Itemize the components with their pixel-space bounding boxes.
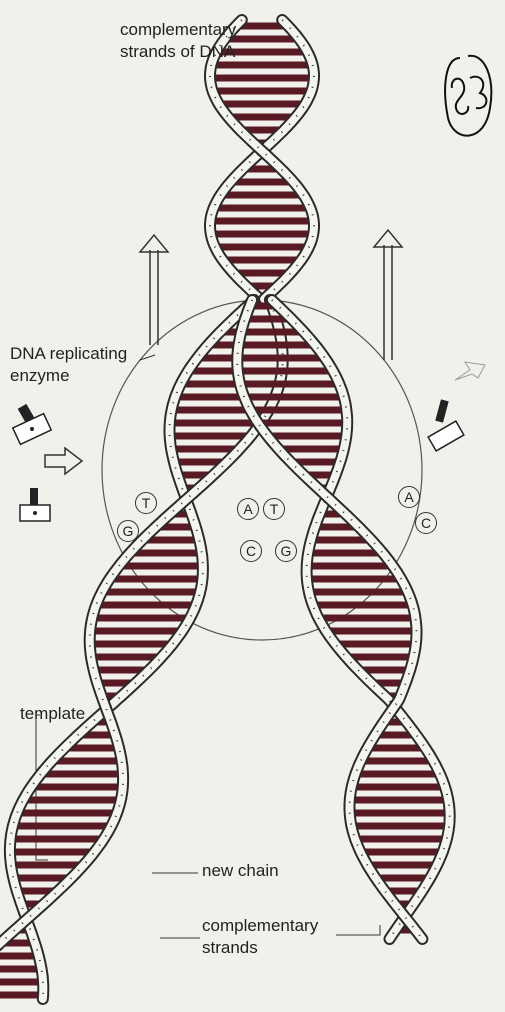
- base-t-center: T: [263, 498, 285, 520]
- handwritten-note-icon: [440, 48, 496, 144]
- enzyme-direction-arrow-icon: [45, 448, 82, 474]
- new-chain-label: new chain: [202, 861, 279, 881]
- enzyme-label-line2: enzyme: [10, 366, 70, 386]
- top-label-line2: strands of DNA: [120, 42, 235, 62]
- base-t-left: T: [135, 492, 157, 514]
- enzyme-label-line1: DNA replicating: [10, 344, 127, 364]
- bottom-label-line1: complementary: [202, 916, 318, 936]
- enzyme-symbol-right-icon: [428, 362, 485, 451]
- template-label: template: [20, 704, 85, 724]
- top-label-line1: complementary: [120, 20, 236, 40]
- enzyme-symbol-small-icon: [20, 488, 50, 521]
- bottom-strands-leader-line-right: [336, 925, 380, 935]
- base-c-center: C: [240, 540, 262, 562]
- base-g-left: G: [117, 520, 139, 542]
- bottom-label-line2: strands: [202, 938, 258, 958]
- enzyme-symbol-icon: [13, 404, 51, 445]
- base-g-center: G: [275, 540, 297, 562]
- base-a-center: A: [237, 498, 259, 520]
- upward-arrow-left-icon: [140, 235, 168, 345]
- upward-arrow-right-icon: [374, 230, 402, 360]
- base-a-right: A: [398, 486, 420, 508]
- base-c-right: C: [415, 512, 437, 534]
